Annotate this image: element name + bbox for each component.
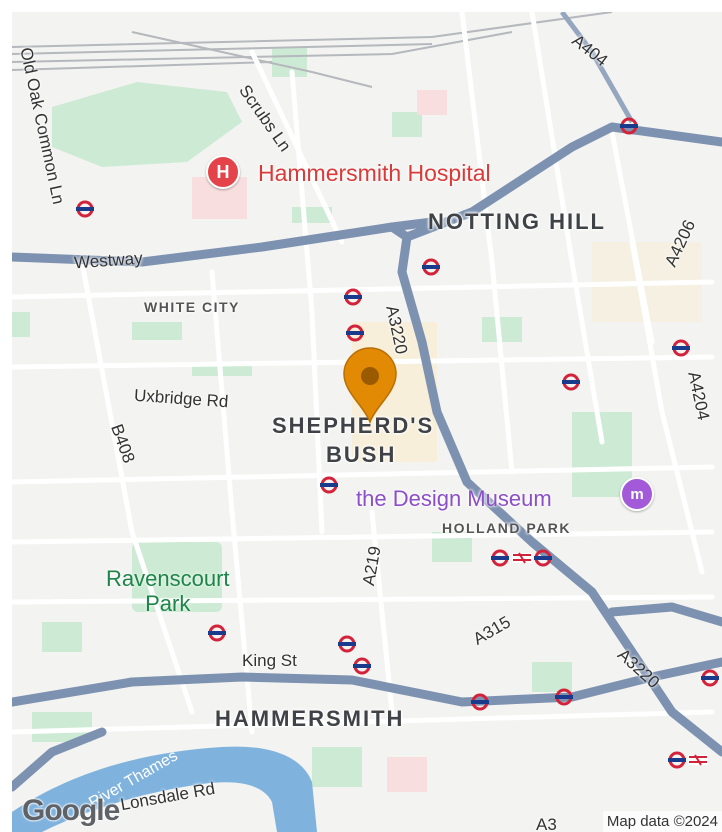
green-patch — [272, 47, 307, 77]
area-label-white-city: WHITE CITY — [144, 299, 240, 315]
area-label-shepherds-bush-2: BUSH — [326, 442, 397, 467]
museum-icon[interactable]: m — [620, 477, 654, 511]
area-label-shepherds-bush: SHEPHERD'S — [272, 413, 435, 438]
a40-road — [402, 122, 722, 242]
a3220-road — [387, 222, 722, 757]
green-patch — [132, 322, 182, 340]
poi-label-museum[interactable]: the Design Museum — [356, 486, 552, 511]
green-patch — [42, 622, 82, 652]
wormwood-scrubs-park — [52, 82, 242, 167]
green-patch — [12, 312, 30, 337]
a4-road — [12, 657, 722, 707]
road-label-king-st: King St — [242, 651, 297, 670]
road-label-westway: Westway — [73, 248, 144, 273]
green-patch — [392, 112, 422, 137]
a4-west-road — [12, 727, 107, 792]
a315-road — [607, 602, 722, 627]
park-label-ravenscourt: Ravenscourt Park — [106, 566, 230, 617]
river-thames — [12, 746, 317, 832]
poi-label-hospital[interactable]: Hammersmith Hospital — [258, 160, 491, 186]
a404-road — [560, 12, 635, 124]
westway-road — [12, 217, 437, 267]
green-patch — [312, 747, 362, 787]
park-label-line1: Ravenscourt — [106, 566, 230, 591]
park-label-line2: Park — [145, 591, 191, 617]
area-label-holland-park: HOLLAND PARK — [442, 520, 571, 536]
hospital-grounds — [417, 90, 447, 115]
green-patch — [482, 317, 522, 342]
map-attribution[interactable]: Map data ©2024 — [602, 811, 722, 832]
map-canvas — [12, 12, 722, 832]
google-logo[interactable]: Google — [22, 794, 120, 827]
holland-park-green — [572, 412, 632, 497]
hospital-icon[interactable]: H — [206, 155, 240, 189]
map-view[interactable]: NOTTING HILL WHITE CITY SHEPHERD'S BUSH … — [12, 12, 722, 832]
road-label-a3: A3 — [536, 815, 557, 832]
green-patch — [532, 662, 572, 692]
area-label-notting-hill: NOTTING HILL — [428, 209, 606, 234]
hospital-grounds — [387, 757, 427, 792]
area-label-hammersmith: HAMMERSMITH — [215, 706, 405, 731]
